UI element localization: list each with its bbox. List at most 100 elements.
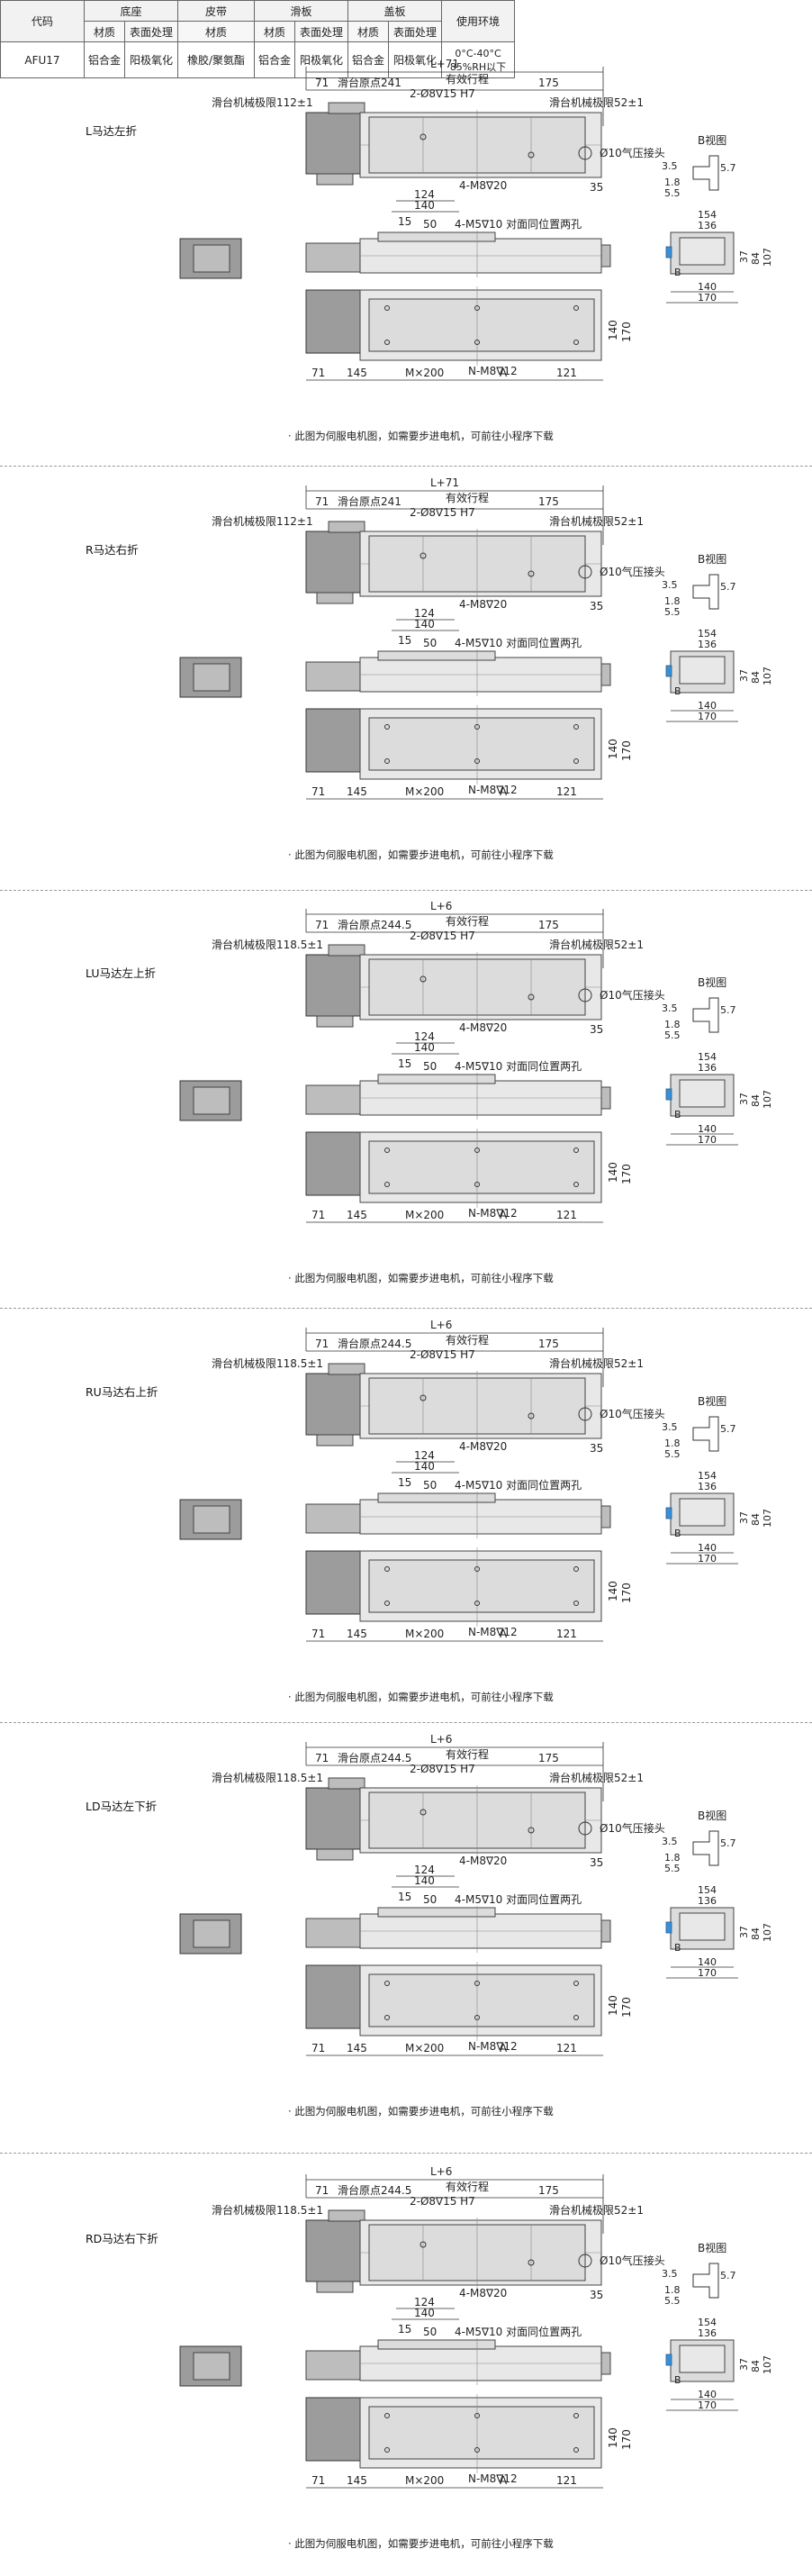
- section-title: RD马达右下折: [86, 2232, 158, 2245]
- m5-label: 4-M5∇10 对面同位置两孔: [455, 2325, 582, 2338]
- air-joint-label: Ø10气压接头: [600, 1821, 665, 1835]
- limit-left-label: 滑台机械极限118.5±1: [212, 1356, 323, 1370]
- length-dim: L+71: [430, 476, 459, 489]
- mx200-label: M×200: [405, 1628, 444, 1640]
- pin-hole-label: 2-Ø8∇15 H7: [410, 1348, 475, 1361]
- dim-170b: 170: [698, 1134, 717, 1146]
- drawing-svg: R马达右折 L+71 71 滑台原点241 有效行程 175 2-Ø8∇15 H…: [86, 476, 773, 861]
- dim-5-7: 5.7: [720, 1423, 736, 1435]
- dim-84: 84: [750, 1927, 762, 1940]
- nm8-label: N-M8∇12: [468, 2472, 518, 2485]
- dim-170c: 170: [620, 1164, 633, 1184]
- motor-block: [305, 531, 361, 594]
- servo-note: · 此图为伺服电机图，如需要步进电机，可前往小程序下载: [288, 1691, 554, 1703]
- top-view: L+6 71 滑台原点244.5 有效行程 175 2-Ø8∇15 H7 滑台机…: [212, 1319, 665, 1474]
- dim-37: 37: [738, 250, 750, 263]
- dim-107: 107: [762, 1090, 773, 1109]
- dim-154: 154: [698, 1470, 717, 1482]
- dim-145: 145: [347, 2474, 367, 2487]
- stroke-label: 有效行程: [446, 2180, 489, 2193]
- top-view: L+71 71 滑台原点241 有效行程 175 2-Ø8∇15 H7 滑台机械…: [212, 476, 665, 631]
- col-slide: 滑板: [254, 0, 348, 22]
- section-divider: [0, 2153, 812, 2154]
- side-view: 15 50 4-M5∇10 对面同位置两孔: [179, 634, 611, 698]
- sensor-icon: [665, 665, 672, 677]
- b-view-label: B视图: [698, 975, 726, 989]
- dim-5-5: 5.5: [664, 1029, 681, 1041]
- col-code: 代码: [0, 0, 85, 42]
- limit-right-label: 滑台机械极限52±1: [549, 2203, 644, 2217]
- sub-base-material: 材质: [84, 21, 125, 42]
- side-view: 15 50 4-M5∇10 对面同位置两孔: [179, 1476, 611, 1540]
- air-joint-label: Ø10气压接头: [600, 988, 665, 1002]
- bottom-view: 140 170 N-M8∇12 71 145 M×200 A 121: [305, 1962, 633, 2056]
- servo-note: · 此图为伺服电机图，如需要步进电机，可前往小程序下载: [288, 430, 554, 442]
- air-joint-label: Ø10气压接头: [600, 565, 665, 578]
- dim-170b: 170: [698, 2399, 717, 2411]
- dim-35: 35: [590, 181, 603, 194]
- drawing-section: R马达右折 L+71 71 滑台原点241 有效行程 175 2-Ø8∇15 H…: [0, 473, 812, 887]
- dim-107: 107: [762, 1923, 773, 1942]
- stroke-label: 有效行程: [446, 1747, 489, 1761]
- servo-note: · 此图为伺服电机图，如需要步进电机，可前往小程序下载: [288, 2105, 554, 2118]
- dim-71b: 71: [311, 1209, 325, 1221]
- b-view-profile: [692, 574, 719, 610]
- bottom-view: 140 170 N-M8∇12 71 145 M×200 A 121: [305, 705, 633, 800]
- sub-cover-material: 材质: [347, 21, 389, 42]
- dim-140b: 140: [698, 281, 717, 293]
- sub-cover-surface: 表面处理: [388, 21, 442, 42]
- limit-left-label: 滑台机械极限118.5±1: [212, 938, 323, 951]
- sensor-icon: [665, 1507, 672, 1519]
- drawing-svg: LD马达左下折 L+6 71 滑台原点244.5 有效行程 175 2-Ø8∇1…: [86, 1733, 773, 2118]
- m8-label: 4-M8∇20: [459, 2287, 507, 2299]
- col-env: 使用环境: [441, 0, 515, 42]
- dim-170c: 170: [620, 740, 633, 761]
- dim-121: 121: [556, 2042, 577, 2054]
- dim-15: 15: [398, 634, 411, 647]
- dim-170b: 170: [698, 1553, 717, 1565]
- col-belt: 皮带: [177, 0, 255, 22]
- m8-label: 4-M8∇20: [459, 1440, 507, 1453]
- dim-145: 145: [347, 785, 367, 798]
- b-view: B视图 3.5 5.7 1.8 5.5 154 136 B 37 84 107 …: [662, 2241, 773, 2411]
- a-label: A: [500, 785, 508, 798]
- dim-50: 50: [423, 1893, 437, 1906]
- m5-label: 4-M5∇10 对面同位置两孔: [455, 217, 582, 231]
- dim-84: 84: [750, 2360, 762, 2372]
- dim-1-8: 1.8: [664, 1438, 681, 1449]
- dim-170b: 170: [698, 1967, 717, 1979]
- dim-5-7: 5.7: [720, 162, 736, 174]
- dim-136: 136: [698, 1895, 717, 1907]
- mx200-label: M×200: [405, 1209, 444, 1221]
- dim-3-5: 3.5: [662, 160, 678, 172]
- dim-124: 124: [414, 188, 435, 201]
- dim-145: 145: [347, 2042, 367, 2054]
- dim-15: 15: [398, 1057, 411, 1070]
- dim-1-8: 1.8: [664, 1852, 681, 1864]
- dim-35: 35: [590, 1023, 603, 1036]
- dim-121: 121: [556, 1628, 577, 1640]
- dim-140b: 140: [698, 1123, 717, 1135]
- dim-37: 37: [738, 2358, 750, 2371]
- dim-37: 37: [738, 669, 750, 682]
- dim-121: 121: [556, 785, 577, 798]
- dim-1-8: 1.8: [664, 2284, 681, 2296]
- a-label: A: [500, 1628, 508, 1640]
- dim-5-5: 5.5: [664, 2295, 681, 2307]
- b-view: B视图 3.5 5.7 1.8 5.5 154 136 B 37 84 107 …: [662, 975, 773, 1146]
- section-divider: [0, 1308, 812, 1309]
- dim-121: 121: [556, 2474, 577, 2487]
- limit-left-label: 滑台机械极限112±1: [212, 95, 313, 109]
- dim-37: 37: [738, 1511, 750, 1524]
- top-view: L+6 71 滑台原点244.5 有效行程 175 2-Ø8∇15 H7 滑台机…: [212, 900, 665, 1055]
- b-view-profile: [692, 1416, 719, 1452]
- dim-84: 84: [750, 252, 762, 265]
- dim-136: 136: [698, 220, 717, 231]
- sensor-icon: [665, 1921, 672, 1934]
- b-view-label: B视图: [698, 1394, 726, 1408]
- slide-side: [377, 231, 496, 242]
- dim-5-7: 5.7: [720, 2270, 736, 2281]
- air-joint-icon: [578, 988, 592, 1002]
- dim-140b: 140: [698, 1542, 717, 1554]
- servo-note: · 此图为伺服电机图，如需要步进电机，可前往小程序下载: [288, 848, 554, 861]
